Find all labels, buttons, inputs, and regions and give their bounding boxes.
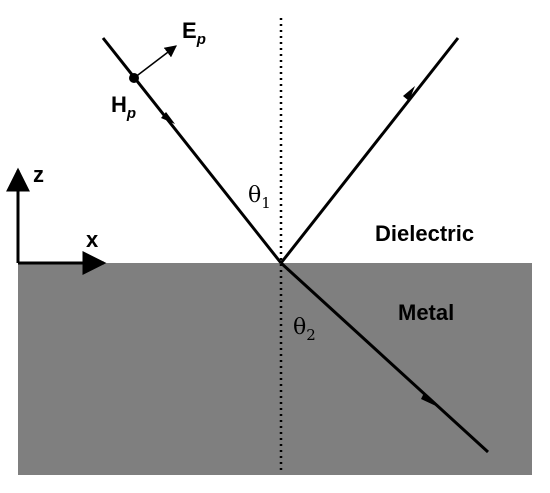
- h-field-symbol: H: [111, 92, 127, 117]
- e-field-arrow: [133, 45, 177, 79]
- incident-ray: [101, 37, 283, 264]
- theta-1-label: θ1: [248, 183, 271, 212]
- theta-2-subscript: 2: [306, 326, 316, 344]
- theta-2-label: θ2: [293, 315, 316, 344]
- e-field-label: Ep: [182, 18, 206, 48]
- theta-1-subscript: 1: [261, 194, 271, 212]
- metal-region: [18, 263, 532, 475]
- e-field-subscript: p: [196, 31, 206, 48]
- e-field-symbol: E: [182, 18, 197, 43]
- h-field-subscript: p: [126, 105, 136, 122]
- x-axis-label: x: [86, 227, 99, 252]
- dielectric-label: Dielectric: [375, 221, 474, 246]
- transmitted-ray-arrow: [421, 393, 436, 406]
- transmitted-ray: [279, 261, 490, 454]
- h-field-label: Hp: [111, 92, 136, 122]
- z-axis-label: z: [33, 162, 44, 187]
- theta-1-symbol: θ: [248, 183, 261, 208]
- metal-label: Metal: [398, 300, 454, 325]
- theta-2-symbol: θ: [293, 315, 306, 340]
- reflected-ray: [279, 37, 460, 264]
- incident-ray-arrow: [161, 112, 175, 124]
- reflected-ray-arrow: [403, 86, 415, 101]
